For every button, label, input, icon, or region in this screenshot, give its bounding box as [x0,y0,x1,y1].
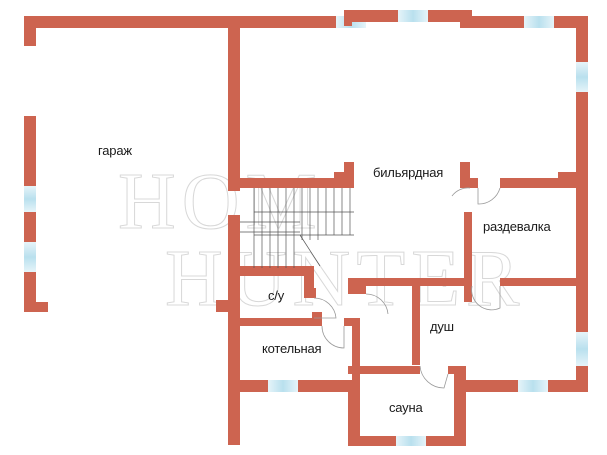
exterior-top [268,10,588,28]
room-label-billiard: бильярдная [373,165,444,180]
room-label-wc: с/у [268,288,285,303]
window [24,186,36,212]
garage-walls [24,16,268,312]
room-label-garage: гараж [98,143,132,158]
changing-room-walls [348,162,578,365]
staircase [240,188,354,268]
room-label-changing-room: раздевалка [483,219,551,234]
room-label-shower: душ [430,319,454,334]
room-label-boiler-room: котельная [262,341,322,356]
door-swings [313,187,501,389]
lower-walls [228,366,588,446]
svg-text:HOM: HOM [118,158,323,246]
room-label-sauna: сауна [389,400,423,415]
exterior-right [576,16,588,392]
